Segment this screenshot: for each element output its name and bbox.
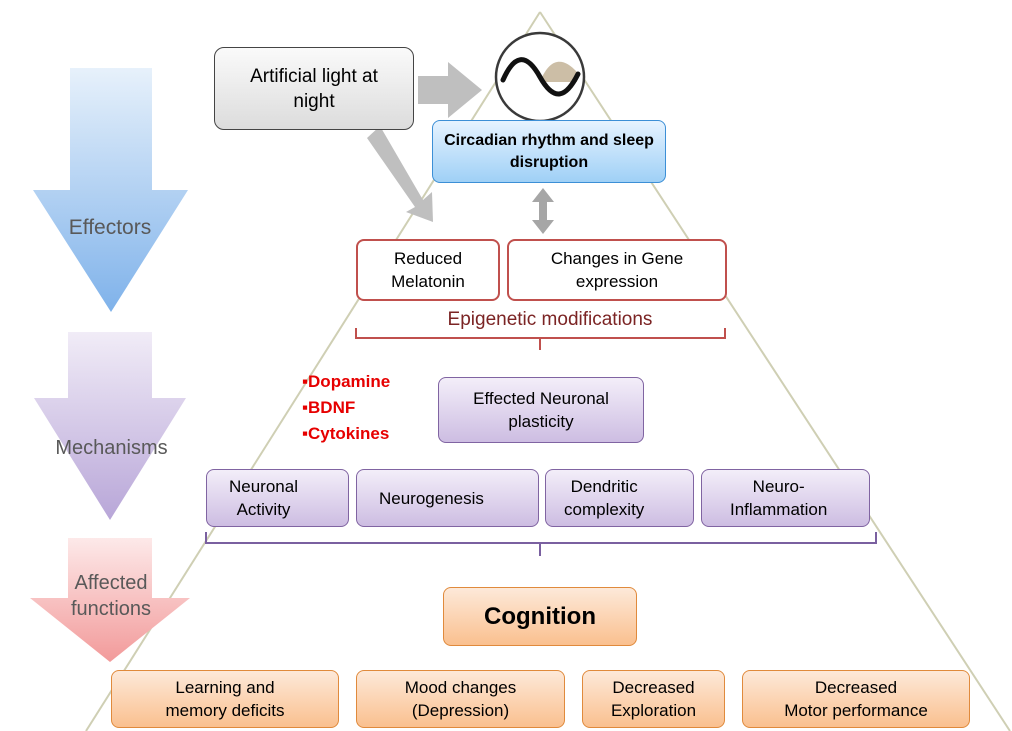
mechanisms-level-arrow — [34, 332, 186, 520]
light-to-circadian-arrow — [418, 62, 482, 118]
effectors-level-arrow — [33, 68, 188, 312]
neuroinflammation-box: Neuro-Inflammation — [701, 469, 870, 527]
level-label-effectors: Effectors — [68, 216, 152, 239]
circadian-disruption-label: Circadian rhythm and sleep disruption — [444, 131, 654, 171]
neuroinflammation-label: Neuro-Inflammation — [730, 477, 828, 519]
neurogenesis-box: Neurogenesis — [356, 469, 539, 527]
mood-changes-box: Mood changes(Depression) — [356, 670, 565, 728]
molecule-list: ▪Dopamine ▪BDNF ▪Cytokines — [302, 369, 390, 447]
neurogenesis-label: Neurogenesis — [379, 488, 484, 508]
epigenetic-bracket — [355, 328, 726, 350]
mood-changes-label: Mood changes(Depression) — [404, 678, 517, 720]
circadian-wave-icon — [494, 31, 586, 123]
mechanisms-bracket — [205, 532, 877, 556]
level-label-mechanisms: Mechanisms — [55, 437, 168, 459]
level-label-functions: Affected functions — [40, 570, 182, 622]
cognition-label: Cognition — [484, 603, 596, 630]
molecule-cytokines: ▪Cytokines — [302, 424, 390, 443]
level-label-functions-line1: Affected — [74, 572, 148, 594]
level-label-functions-line2: functions — [70, 598, 152, 620]
artificial-light-label: Artificial light at night — [250, 65, 378, 112]
cognition-box: Cognition — [443, 587, 637, 646]
circadian-gene-double-arrow — [532, 188, 554, 234]
molecule-bdnf: ▪BDNF — [302, 398, 356, 417]
functions-level-arrow — [30, 538, 190, 662]
light-to-melatonin-arrow — [367, 126, 433, 222]
circadian-disruption-box: Circadian rhythm and sleep disruption — [432, 120, 666, 183]
epigenetic-modifications-label: Epigenetic modifications — [447, 309, 653, 330]
artificial-light-box: Artificial light at night — [214, 47, 414, 130]
molecule-dopamine: ▪Dopamine — [302, 372, 391, 391]
